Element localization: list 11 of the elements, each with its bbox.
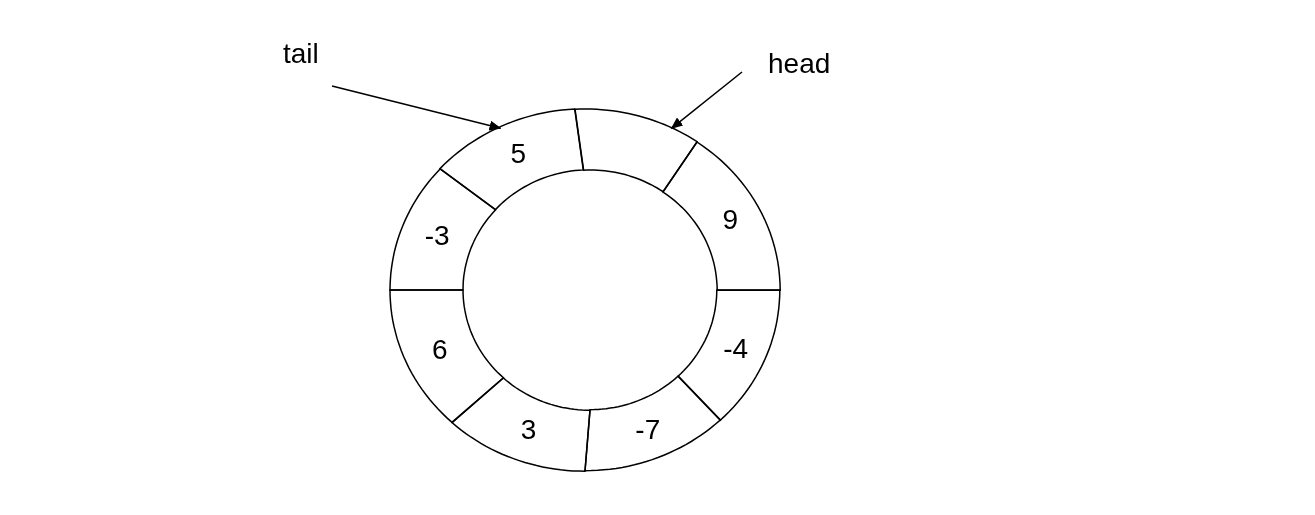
pointer-label: tail [283,40,319,68]
slot-value: -7 [635,415,661,444]
pointer-label: head [768,50,831,78]
slot-value: 9 [722,206,739,235]
slot-value: -4 [723,334,749,363]
slot-value: -3 [424,222,450,251]
slot-value: 3 [520,416,537,444]
slot-value: 6 [432,336,448,364]
arrow [331,85,502,131]
arrow [670,71,743,130]
slot-value: 5 [510,140,526,169]
